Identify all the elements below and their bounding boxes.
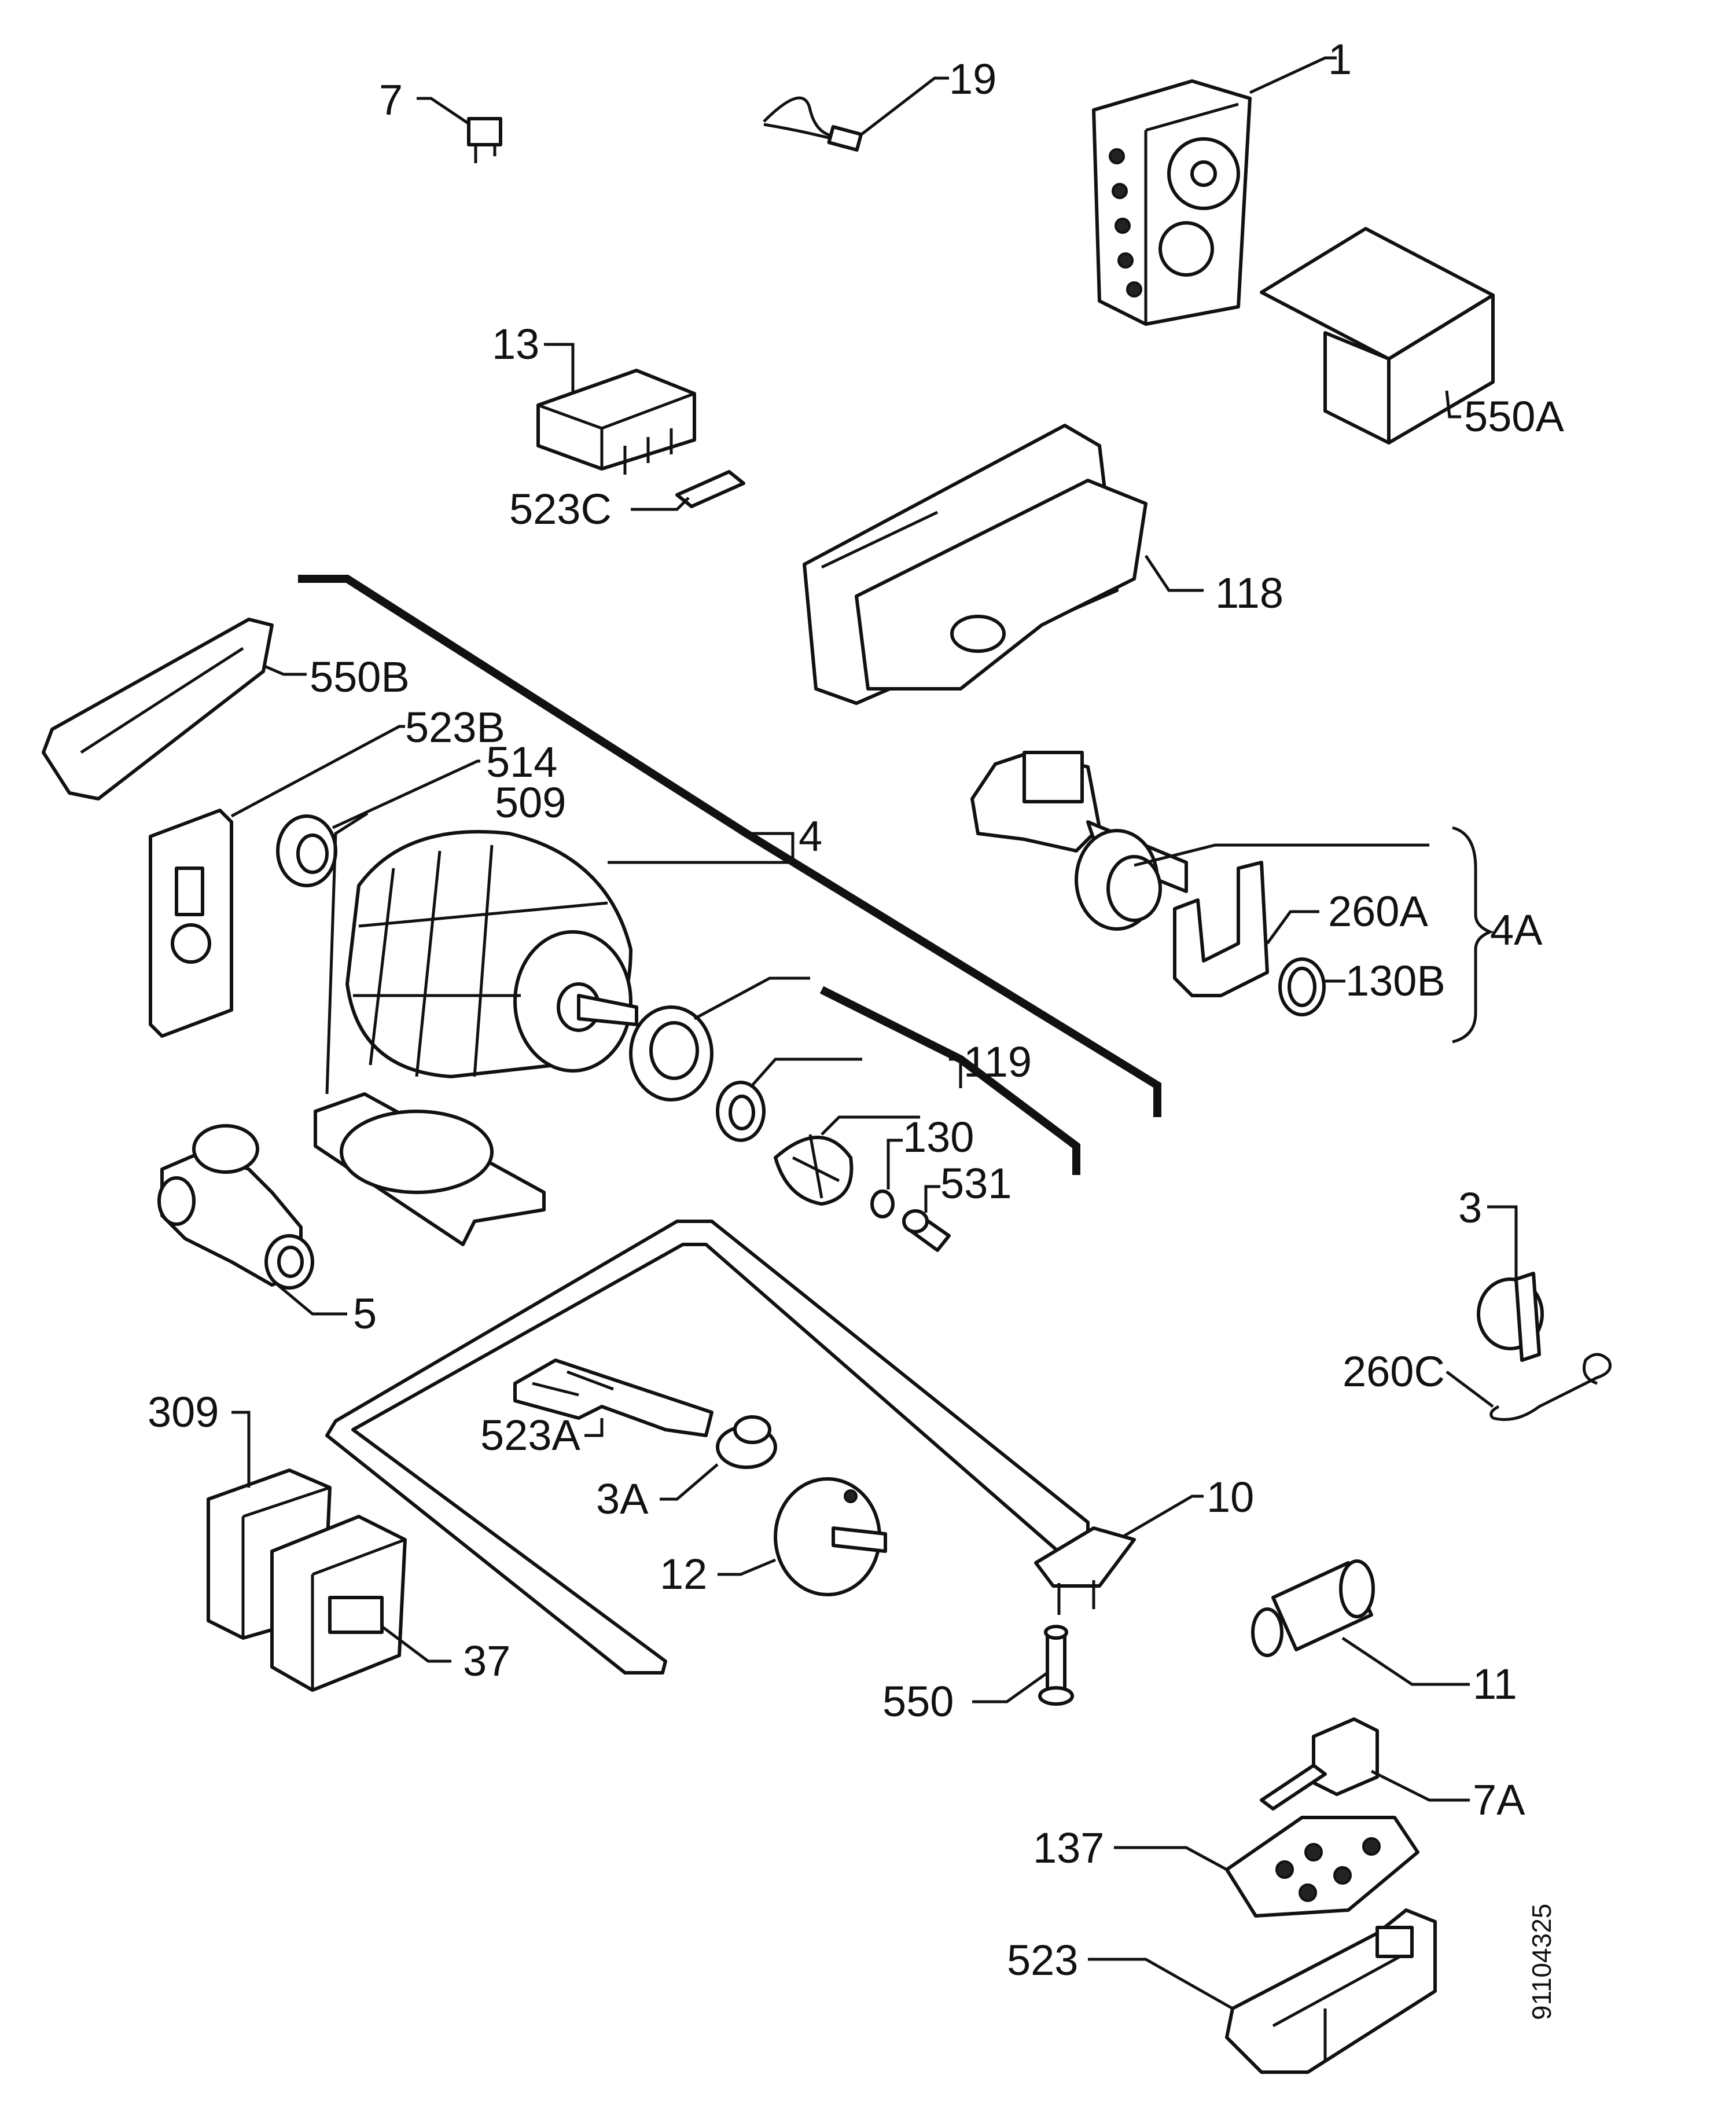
label-137: 137 [1033,1824,1104,1872]
label-5: 5 [353,1290,377,1338]
label-130b: 130B [1345,957,1446,1005]
part-523c-clip: 523C [509,470,745,533]
label-523: 523 [1007,1936,1078,1984]
label-550: 550 [882,1677,954,1725]
part-137-filter: 137 [1033,1816,1419,1918]
label-260c: 260C [1343,1347,1445,1396]
label-260a: 260A [1328,887,1428,935]
part-12-pressure-switch: 12 [660,1477,887,1598]
label-37: 37 [463,1637,510,1685]
part-37-box: 37 [270,1515,510,1692]
part-514-gasket: 514 [276,738,557,887]
label-130: 130 [903,1113,974,1161]
part-550b-cover: 550B [42,618,410,801]
label-13: 13 [492,320,539,368]
label-10: 10 [1207,1473,1254,1521]
part-523-base: 523 [1007,1908,1437,2074]
label-523b: 523B [405,703,505,751]
part-1-timer: 1 [1092,35,1352,326]
part-550-pin: 550 [882,1625,1074,1725]
label-119: 119 [963,1038,1032,1086]
label-531: 531 [940,1159,1012,1207]
part-523b-bracket: 523B [149,703,505,1038]
label-11: 11 [1473,1660,1517,1708]
part-3a-thermostat: 3A [596,1415,777,1523]
label-509: 509 [495,779,566,827]
label-4: 4 [799,812,822,860]
label-514: 514 [486,738,557,786]
label-523a: 523A [480,1411,580,1459]
label-550b: 550B [310,653,410,701]
label-523c: 523C [509,485,612,533]
part-119-pump-set: 119 [629,976,1032,1206]
part-10-heating-element: 10 [325,1220,1254,1675]
label-19: 19 [949,55,996,103]
label-309: 309 [148,1388,219,1436]
assembly-group-lines [298,575,1161,1175]
label-7: 7 [379,76,403,124]
part-4a-valve-group: 260A 130B 4A [970,751,1543,1044]
part-3-float: 3 [1458,1184,1544,1362]
part-118-dispenser: 118 [803,424,1283,705]
label-12: 12 [660,1550,707,1598]
part-5-drain-pump: 5 [157,1124,377,1338]
part-7-clip: 7 [379,76,502,163]
label-118: 118 [1215,569,1283,617]
label-7a: 7A [1473,1776,1525,1824]
part-550a-cover: 550A [1260,227,1564,445]
label-550a: 550A [1464,392,1564,440]
label-3a: 3A [596,1475,649,1523]
part-509-seal-plate: 509 [314,779,566,1246]
part-7a-microswitch: 7A [1260,1717,1525,1824]
part-260c-spring-clip: 260C [1343,1347,1612,1421]
label-3: 3 [1458,1184,1482,1232]
part-523a-bracket: 523A [480,1358,713,1459]
label-4a: 4A [1490,906,1543,954]
drawing-number: 91104325 [1527,1904,1557,2020]
part-13-switch: 13 [492,320,696,475]
label-1: 1 [1328,35,1352,83]
part-11-capacitor: 11 [1251,1559,1517,1708]
part-19-sensor: 19 [763,55,996,152]
part-4-motor: 4 [345,812,822,1078]
part-130-531-fixings: 130 531 [870,1113,1012,1252]
